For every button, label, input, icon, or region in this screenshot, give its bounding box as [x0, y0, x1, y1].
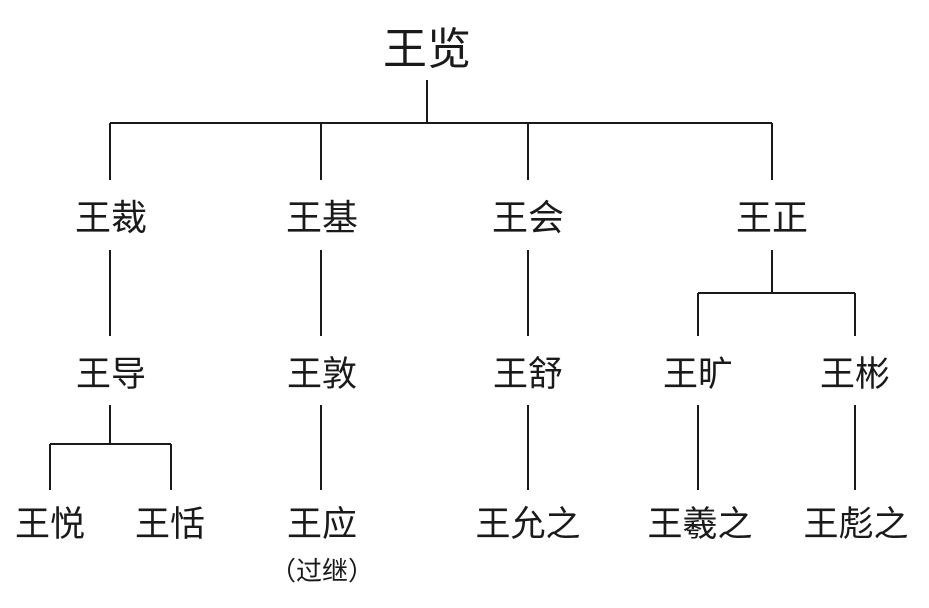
name-wang-biaozhi: 王彪之	[803, 505, 908, 545]
name-wang-kuang: 王旷	[663, 355, 733, 395]
name-wang-ying: 王应	[287, 505, 357, 545]
tree-names: 王览 王裁 王基 王会 王正 王导 王敦 王舒 王旷 王彬 王悦 王恬 王应 王…	[15, 24, 909, 587]
name-wang-tian: 王恬	[135, 505, 205, 545]
adoption-note: （过继）	[270, 557, 374, 587]
name-wang-xizhi: 王羲之	[647, 505, 752, 545]
name-wang-lan: 王览	[383, 24, 471, 75]
name-wang-yunzhi: 王允之	[475, 505, 580, 545]
name-wang-dun: 王敦	[287, 355, 357, 395]
name-wang-ji: 王基	[286, 198, 358, 239]
name-wang-yue: 王悦	[15, 505, 85, 545]
name-wang-hui: 王会	[492, 198, 564, 239]
name-wang-shu: 王舒	[493, 355, 563, 395]
name-wang-bin: 王彬	[820, 355, 890, 395]
tree-connectors	[49, 80, 856, 490]
name-wang-cai: 王裁	[75, 198, 147, 239]
name-wang-zheng: 王正	[736, 198, 808, 239]
name-wang-dao: 王导	[76, 355, 146, 395]
